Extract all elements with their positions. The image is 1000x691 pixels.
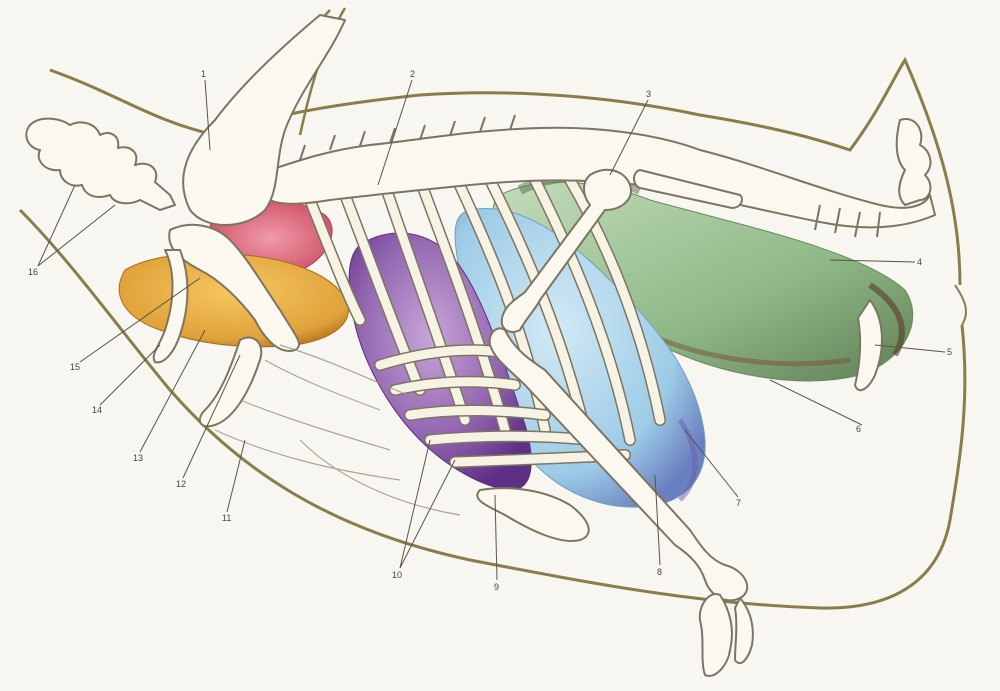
label-4: 4: [917, 257, 922, 267]
label-7: 7: [736, 498, 741, 508]
label-6: 6: [856, 424, 861, 434]
label-14: 14: [92, 405, 102, 415]
label-1: 1: [201, 69, 206, 79]
label-3: 3: [646, 89, 651, 99]
label-8: 8: [657, 567, 662, 577]
label-2: 2: [410, 69, 415, 79]
label-10: 10: [392, 570, 402, 580]
label-5: 5: [947, 347, 952, 357]
label-9: 9: [494, 582, 499, 592]
label-13: 13: [133, 453, 143, 463]
label-11: 11: [222, 513, 231, 523]
label-16: 16: [28, 267, 38, 277]
label-15: 15: [70, 362, 80, 372]
label-12: 12: [176, 479, 186, 489]
